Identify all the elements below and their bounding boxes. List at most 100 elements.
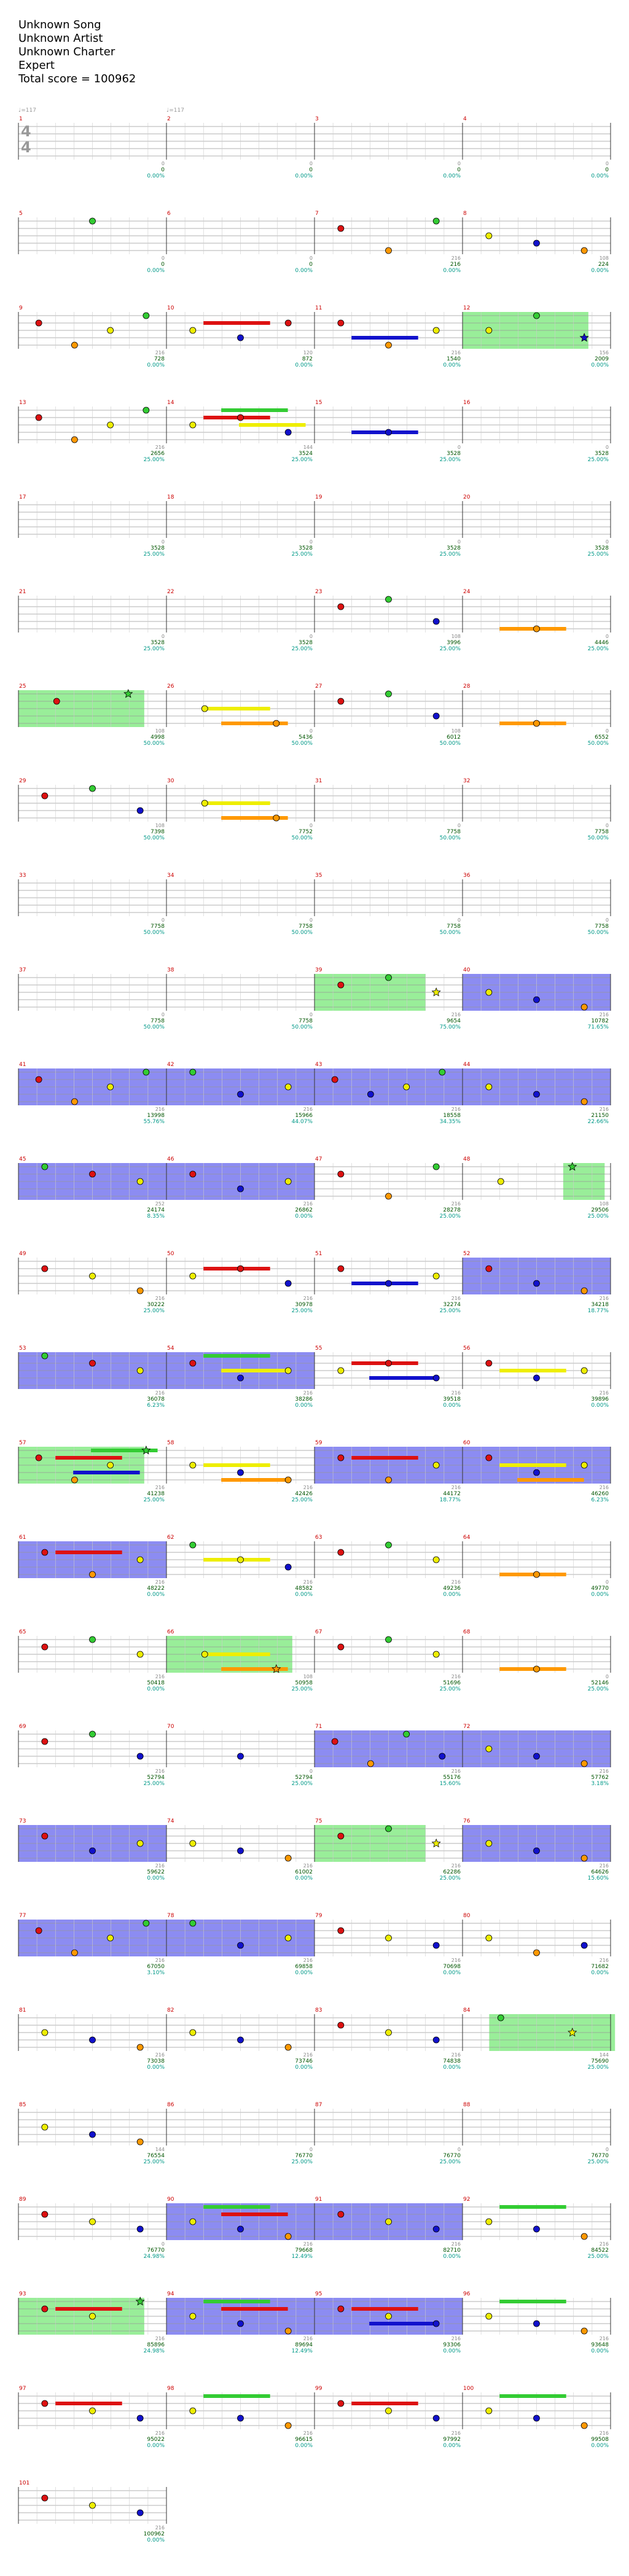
measure-score: 7758 [150, 924, 165, 930]
star-note-g [135, 2296, 145, 2306]
measure-percent: 50.00% [440, 741, 461, 747]
measure-percent: 0.00% [295, 1592, 313, 1598]
note-y [485, 232, 493, 239]
note-o [273, 814, 280, 822]
note-r [337, 2021, 345, 2029]
sustain-r [351, 2402, 418, 2405]
note-y [485, 1840, 493, 1847]
note-r [485, 1454, 493, 1461]
note-r [189, 1360, 197, 1367]
note-r [89, 1360, 96, 1367]
measure-percent: 25.00% [292, 1308, 313, 1314]
measure-seconds: 144 [600, 2052, 609, 2058]
measure-score: 49770 [591, 1586, 609, 1592]
measure-seconds: 0 [162, 1012, 165, 1018]
note-b [432, 2415, 440, 2422]
note-r [485, 1265, 493, 1272]
note-y [107, 327, 114, 334]
note-y [432, 1651, 440, 1658]
note-r [337, 1265, 345, 1272]
measure-score: 42426 [295, 1491, 313, 1497]
note-b [237, 2415, 244, 2422]
measure-number: 90 [167, 2197, 174, 2203]
measure-number: 49 [19, 1251, 26, 1257]
note-b [284, 429, 292, 436]
measure-seconds: 216 [303, 1863, 313, 1869]
measure-number: 96 [463, 2291, 471, 2297]
sustain-o [517, 1478, 584, 1482]
measure-number: 40 [463, 967, 471, 973]
sustain-y [203, 1652, 270, 1656]
sustain-b [351, 1282, 418, 1285]
measure-seconds: 216 [451, 2241, 461, 2247]
measure-score: 0 [605, 167, 609, 173]
time-signature-top: 4 [21, 123, 31, 140]
measure-number: 27 [315, 683, 322, 690]
sustain-b [351, 336, 418, 340]
sustain-o [499, 722, 566, 725]
note-o [367, 1760, 374, 1767]
note-o [533, 1665, 540, 1673]
measure-seconds: 216 [451, 2052, 461, 2058]
sustain-r [55, 2402, 122, 2405]
note-o [385, 1476, 392, 1484]
note-y [189, 421, 197, 429]
measure-percent: 0.00% [443, 1592, 461, 1598]
note-y [385, 2407, 392, 2415]
measure-percent: 0.00% [591, 362, 609, 368]
measure-seconds: 0 [310, 634, 313, 639]
note-r [35, 1454, 42, 1461]
measure-seconds: 216 [451, 1769, 461, 1774]
note-o [580, 2233, 588, 2240]
measure-percent: 0.00% [147, 2443, 165, 2449]
note-o [533, 1571, 540, 1578]
measure-score: 216 [450, 262, 461, 268]
tempo-marker: ♩=117 [18, 107, 36, 114]
note-r [41, 2494, 49, 2502]
measure-percent: 0.00% [295, 2443, 313, 2449]
note-r [189, 1170, 197, 1178]
measure-percent: 50.00% [588, 835, 609, 841]
measure-seconds: 216 [155, 1958, 165, 1963]
note-b [237, 334, 244, 341]
measure-percent: 25.00% [440, 646, 461, 652]
measure-number: 83 [315, 2007, 322, 2014]
measure-seconds: 108 [600, 1201, 609, 1207]
measure-score: 30222 [147, 1302, 165, 1308]
measure-seconds: 0 [162, 161, 165, 166]
note-y [485, 1934, 493, 1942]
note-g [385, 690, 392, 698]
measure-seconds: 0 [162, 634, 165, 639]
star-note-g [123, 688, 133, 698]
sustain-r [55, 1551, 122, 1554]
note-y [189, 2313, 197, 2320]
measure-percent: 25.00% [588, 1686, 609, 1692]
measure-score: 71682 [591, 1964, 609, 1970]
measure-percent: 25.00% [144, 646, 165, 652]
note-y [107, 1934, 114, 1942]
measure-percent: 25.00% [588, 2064, 609, 2071]
note-g [385, 1825, 392, 1832]
note-b [439, 1753, 446, 1760]
measure-seconds: 0 [606, 539, 609, 545]
measure-seconds: 216 [451, 1107, 461, 1112]
note-b [89, 1847, 96, 1854]
note-g [143, 312, 150, 319]
star-note-b [579, 332, 589, 342]
measure-number: 80 [463, 1913, 471, 1919]
note-b [136, 2509, 144, 2516]
measure-seconds: 216 [303, 1958, 313, 1963]
measure-number: 3 [315, 116, 319, 122]
measure-percent: 15.60% [440, 1781, 461, 1787]
song-title: Unknown Song [18, 18, 101, 31]
note-b [284, 1280, 292, 1287]
measure-score: 76770 [147, 2247, 165, 2254]
measure-score: 48222 [147, 1586, 165, 1592]
measure-score: 74838 [443, 2058, 461, 2064]
measure-score: 9654 [447, 1018, 461, 1024]
note-b [533, 1847, 540, 1854]
sustain-o [499, 1667, 566, 1671]
star-note-g [141, 1445, 151, 1455]
measure-number: 75 [315, 1818, 322, 1824]
measure-seconds: 0 [458, 823, 461, 828]
